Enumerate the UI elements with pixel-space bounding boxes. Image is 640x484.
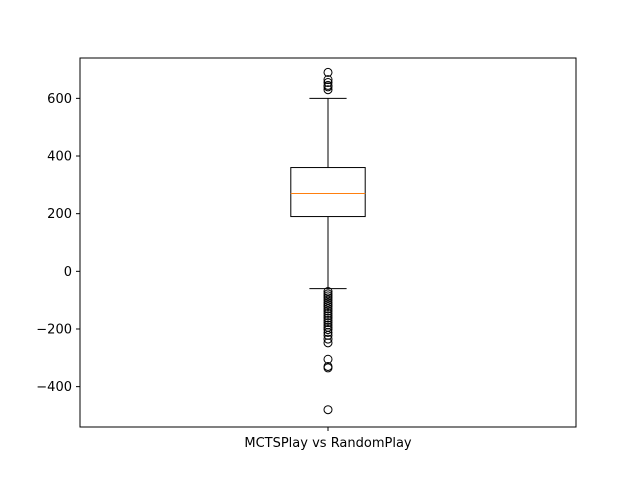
outlier-point: [323, 325, 333, 335]
outlier-point: [323, 306, 333, 316]
outlier-point: [323, 363, 333, 373]
outlier-point: [323, 313, 333, 323]
outlier-point: [323, 338, 333, 348]
outlier-point: [323, 320, 333, 330]
plot-frame: [79, 57, 577, 428]
outlier-point: [323, 334, 333, 344]
y-tick-label: 400: [47, 150, 72, 165]
y-tick-label: 200: [47, 207, 72, 222]
outlier-point: [323, 311, 333, 321]
outlier-point: [323, 354, 333, 364]
outlier-point: [323, 308, 333, 318]
y-tick-label: 600: [47, 92, 72, 107]
box-group: [290, 67, 366, 415]
outlier-point: [323, 67, 333, 77]
x-axis: MCTSPlay vs RandomPlay: [244, 427, 412, 451]
outlier-point: [323, 85, 333, 95]
y-tick-label: −200: [36, 322, 72, 337]
outlier-point: [323, 301, 333, 311]
outlier-point: [323, 304, 333, 314]
y-axis: −400 −200 0 200 400 600: [36, 92, 80, 395]
outlier-point: [323, 318, 333, 328]
boxes-layer: [290, 67, 366, 415]
outlier-point: [323, 327, 333, 337]
outlier-point: [323, 82, 333, 92]
outlier-point: [323, 287, 333, 297]
y-tick-label: −400: [36, 380, 72, 395]
x-tick-label: MCTSPlay vs RandomPlay: [244, 436, 412, 451]
iqr-box: [290, 167, 366, 218]
outlier-point: [323, 293, 333, 303]
outlier-point: [323, 78, 333, 88]
y-tick-label: 0: [64, 265, 72, 280]
outlier-point: [323, 330, 333, 340]
outlier-point: [323, 405, 333, 415]
outlier-point: [323, 295, 333, 305]
outlier-point: [323, 75, 333, 85]
outlier-point: [323, 315, 333, 325]
